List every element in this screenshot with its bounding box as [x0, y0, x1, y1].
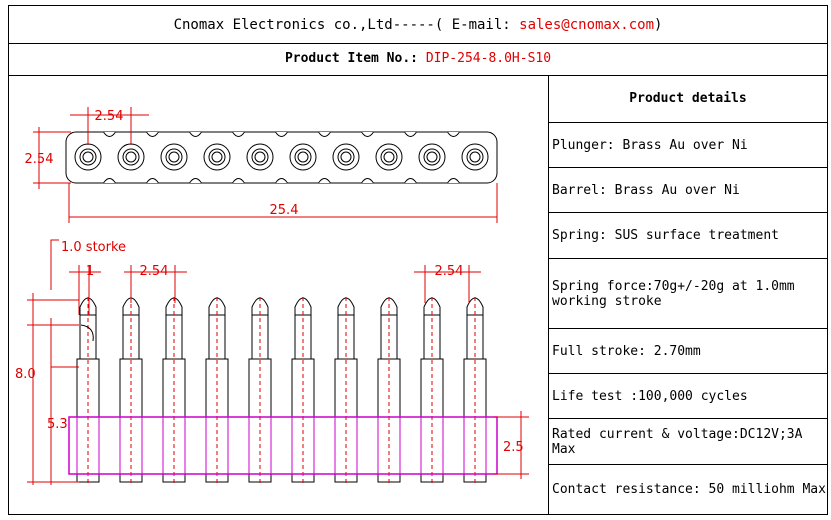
notch-top — [361, 131, 374, 137]
hole-core — [125, 151, 137, 163]
product-item-label: Product Item No.: — [284, 51, 426, 66]
hole-inner — [251, 148, 269, 166]
top-view-holes — [74, 131, 489, 184]
side-view-pins — [76, 297, 487, 485]
hole-outer — [418, 143, 446, 171]
hole-core — [340, 151, 352, 163]
company-name: Cnomax Electronics co.,Ltd-----( E-mail: — [173, 17, 520, 33]
hole-outer — [203, 143, 231, 171]
notch-bottom — [361, 178, 374, 184]
product-details-table: Product details Plunger: Brass Au over N… — [548, 75, 827, 514]
notch-top — [275, 131, 288, 137]
hole-outer — [461, 143, 489, 171]
spec-sheet: Cnomax Electronics co.,Ltd-----( E-mail:… — [8, 5, 828, 515]
hole-inner — [466, 148, 484, 166]
details-title: Product details — [549, 75, 827, 123]
dim-height-body: 5.3 — [47, 417, 68, 432]
dim-pitch-right: 2.54 — [435, 264, 464, 279]
hole-core — [383, 151, 395, 163]
hole-core — [168, 151, 180, 163]
dim-height-total: 8.0 — [15, 367, 36, 382]
hole-inner — [423, 148, 441, 166]
dim-pitch-left: 2.54 — [140, 264, 169, 279]
housing — [68, 416, 498, 475]
notch-bottom — [146, 178, 159, 184]
drawing-svg: 2.54 2.54 25.4 — [15, 107, 529, 485]
hole-core — [469, 151, 481, 163]
notch-bottom — [275, 178, 288, 184]
dim-total-length: 25.4 — [270, 203, 299, 218]
notch-bottom — [232, 178, 245, 184]
hole-outer — [160, 143, 188, 171]
detail-barrel: Barrel: Brass Au over Ni — [549, 168, 827, 213]
header-close: ) — [654, 17, 663, 33]
hole-core — [82, 151, 94, 163]
detail-rated-current: Rated current & voltage:DC12V;3A Max — [549, 419, 827, 465]
notch-top — [404, 131, 417, 137]
detail-spring-force: Spring force:70g+/-20g at 1.0mm working … — [549, 259, 827, 329]
dim-1: 1 — [86, 264, 94, 279]
dim-height-top: 2.54 — [25, 152, 54, 167]
detail-full-stroke: Full stroke: 2.70mm — [549, 329, 827, 374]
hole-core — [211, 151, 223, 163]
detail-life-test: Life test :100,000 cycles — [549, 374, 827, 419]
dim-stroke-note: 1.0 storke — [61, 240, 126, 255]
email-link[interactable]: sales@cnomax.com — [519, 17, 654, 33]
hole-outer — [246, 143, 274, 171]
detail-contact-resistance: Contact resistance: 50 milliohm Max — [552, 482, 826, 497]
hole-outer — [74, 143, 102, 171]
notch-bottom — [318, 178, 331, 184]
notch-bottom — [189, 178, 202, 184]
hole-core — [254, 151, 266, 163]
hole-inner — [122, 148, 140, 166]
product-item-number: DIP-254-8.0H-S10 — [425, 51, 552, 66]
hole-outer — [289, 143, 317, 171]
hole-outer — [332, 143, 360, 171]
notch-top — [232, 131, 245, 137]
company-header: Cnomax Electronics co.,Ltd-----( E-mail:… — [9, 6, 827, 44]
notch-bottom — [103, 178, 116, 184]
notch-bottom — [404, 178, 417, 184]
hole-inner — [208, 148, 226, 166]
hole-core — [297, 151, 309, 163]
notch-top — [447, 131, 460, 137]
detail-plunger: Plunger: Brass Au over Ni — [549, 123, 827, 168]
dim-height-base: 2.5 — [503, 440, 524, 455]
hole-outer — [375, 143, 403, 171]
dim-pitch-top: 2.54 — [95, 109, 124, 124]
hole-outer — [117, 143, 145, 171]
notch-top — [318, 131, 331, 137]
hole-inner — [79, 148, 97, 166]
hole-inner — [165, 148, 183, 166]
notch-top — [189, 131, 202, 137]
detail-spring: Spring: SUS surface treatment — [549, 213, 827, 259]
product-row: Product Item No.: DIP-254-8.0H-S10 — [9, 43, 827, 76]
notch-bottom — [447, 178, 460, 184]
notch-top — [146, 131, 159, 137]
hole-inner — [294, 148, 312, 166]
hole-inner — [337, 148, 355, 166]
hole-core — [426, 151, 438, 163]
hole-inner — [380, 148, 398, 166]
notch-top — [103, 131, 116, 137]
technical-drawing: 2.54 2.54 25.4 — [9, 75, 548, 514]
